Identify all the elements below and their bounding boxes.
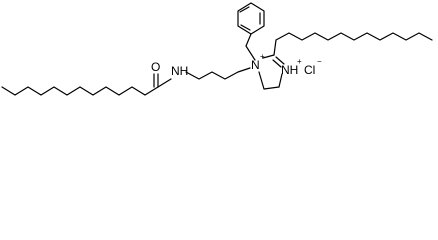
chloride-label: Cl xyxy=(304,63,315,77)
amide-bond xyxy=(157,78,172,88)
acyl-chain xyxy=(1,86,159,96)
ring-bond-n1-c2 xyxy=(262,54,275,59)
benzene-ring xyxy=(237,2,265,35)
propyl-linker xyxy=(185,67,251,80)
benzene-double-2 xyxy=(239,6,250,13)
chloride-charge: − xyxy=(317,57,322,66)
ring-n-charge: + xyxy=(260,52,265,61)
ring-n-label: N xyxy=(251,58,260,72)
ring-nh-label: NH xyxy=(281,63,298,77)
oxygen-label: O xyxy=(151,60,160,74)
ring-bond-c4-c5 xyxy=(263,86,280,90)
ring-bond-c5-n1 xyxy=(258,71,265,90)
alkyl-chain xyxy=(273,32,433,56)
benzyl-ch2-bond xyxy=(245,45,256,61)
chemical-structure: O NH N + NH + Cl − xyxy=(1,2,433,96)
ring-bond-c2-n3-b xyxy=(272,59,282,68)
benzene-double-3 xyxy=(240,24,251,31)
amide-nh-label: NH xyxy=(171,64,188,78)
ring-bond-n3-c4 xyxy=(278,73,283,88)
benzyl-ring-bond xyxy=(245,33,252,47)
ring-nh-charge: + xyxy=(297,57,302,66)
ring-bond-c2-n3-a xyxy=(275,56,285,65)
